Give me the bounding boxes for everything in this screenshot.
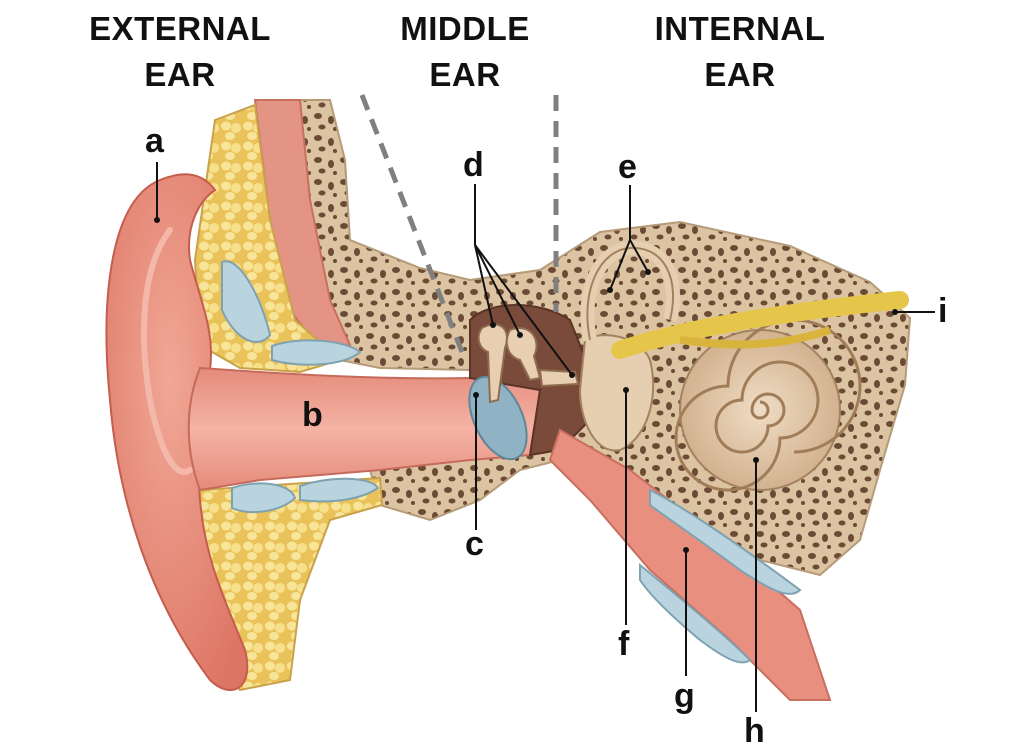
label-c: c (465, 525, 484, 563)
label-d: d (463, 146, 484, 184)
auricle (105, 173, 249, 691)
vestibule (578, 334, 655, 452)
auditory-tube-cartilage-1 (649, 488, 802, 595)
label-f: f (618, 625, 630, 663)
heading-internal-ear: INTERNAL EAR (630, 6, 850, 98)
leader-dots (154, 217, 898, 553)
heading-middle-line1: MIDDLE (400, 10, 530, 47)
semicircular-canals-outline (586, 246, 675, 341)
heading-middle-ear: MIDDLE EAR (380, 6, 550, 98)
vestibulocochlear-nerve (611, 291, 909, 359)
malleus (477, 323, 508, 404)
label-i: i (938, 292, 948, 330)
label-a: a (145, 122, 164, 160)
nerve-branch (679, 326, 832, 349)
auricle-fold (141, 227, 193, 475)
leader-lines (156, 162, 935, 712)
heading-internal-line1: INTERNAL (654, 10, 826, 47)
incus (505, 327, 542, 382)
cartilage-lower-2 (299, 477, 380, 503)
label-b: b (302, 396, 323, 434)
label-h: h (744, 712, 765, 750)
auditory-tube-cartilage-2 (639, 562, 752, 664)
heading-external-line1: EXTERNAL (89, 10, 271, 47)
cartilage-upper-1 (221, 260, 272, 343)
heading-internal-line2: EAR (704, 56, 776, 93)
cartilage-upper-2 (271, 339, 362, 366)
cartilage-lower-1 (231, 482, 297, 514)
divider-external-middle (359, 94, 465, 353)
label-g: g (674, 677, 695, 715)
heading-external-ear: EXTERNAL EAR (70, 6, 290, 98)
heading-external-line2: EAR (144, 56, 216, 93)
heading-middle-line2: EAR (429, 56, 501, 93)
stapes (538, 368, 580, 388)
label-e: e (618, 148, 637, 186)
